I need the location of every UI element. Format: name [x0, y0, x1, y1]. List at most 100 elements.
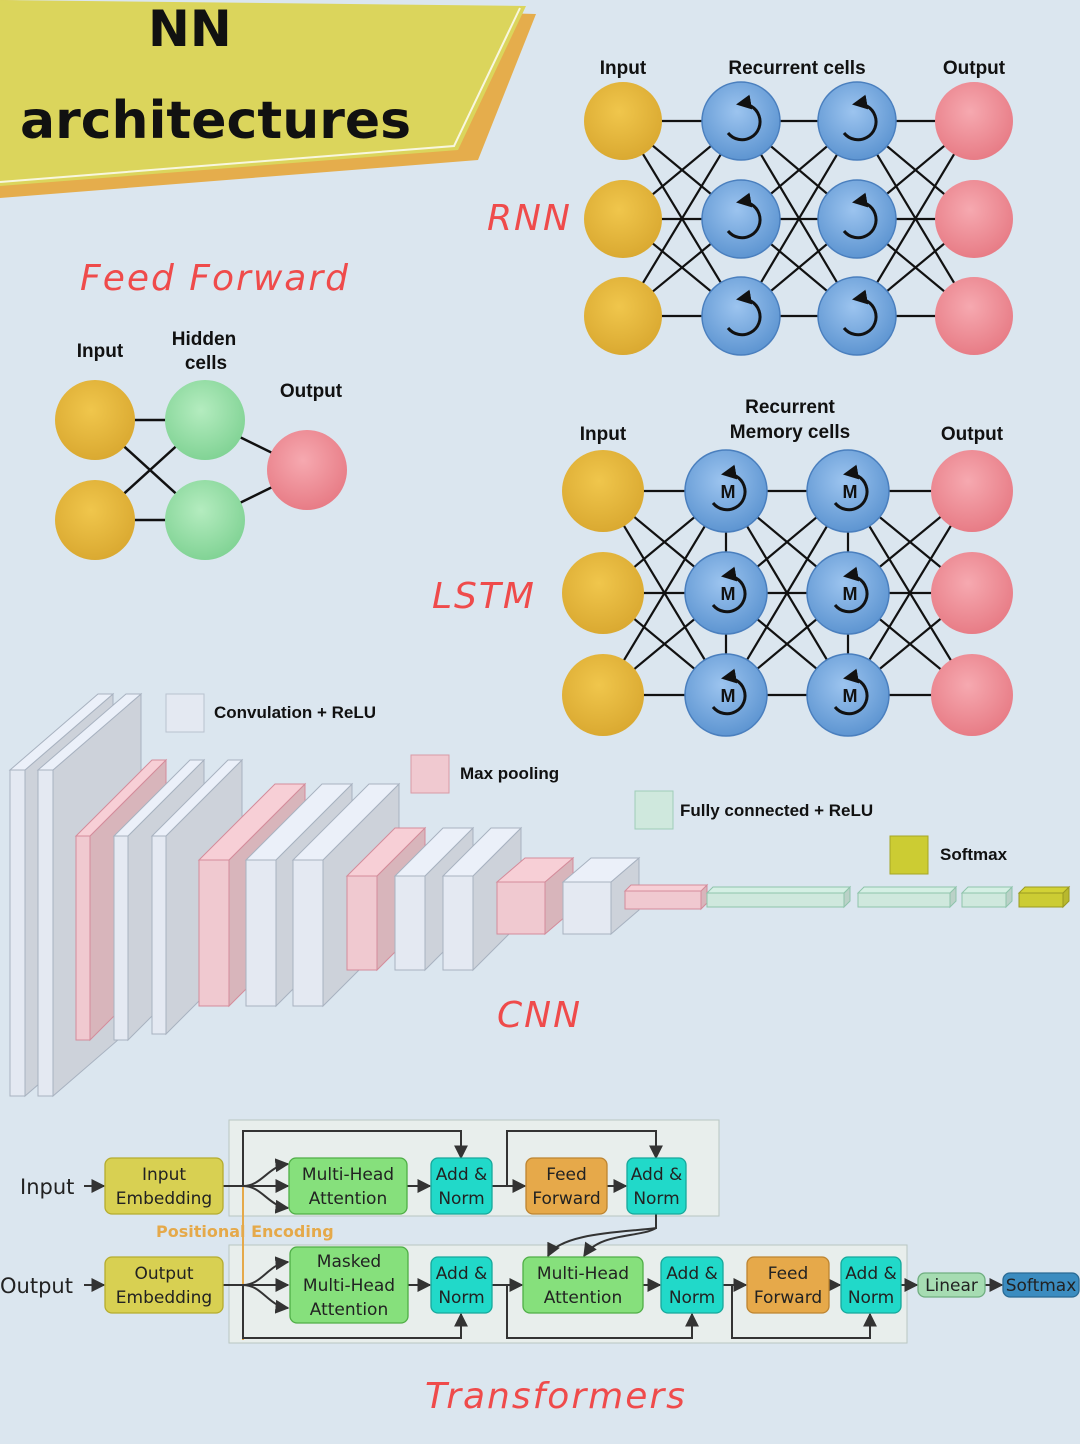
lstm-input-node	[562, 654, 644, 736]
ff-input-label: Input	[77, 341, 124, 362]
lstm-output-label: Output	[941, 424, 1004, 445]
legend-swatch-conv	[165, 693, 205, 733]
rnn-input-node	[584, 180, 662, 258]
transformer-input-label: Input	[20, 1175, 74, 1199]
cnn-layer-pool	[623, 883, 709, 911]
cnn-layer-pool	[495, 856, 575, 936]
legend-label-conv: Convulation + ReLU	[214, 703, 376, 722]
memory-cell-letter: M	[721, 584, 736, 604]
cnn-legend: Convulation + ReLU Max pooling Fully con…	[165, 693, 1008, 875]
recurrent-loop-icon	[833, 668, 869, 716]
cnn-title: CNN	[497, 995, 582, 1036]
legend-swatch-fc	[634, 790, 674, 830]
rnn-recurrent-node	[817, 81, 897, 161]
legend-label-pool: Max pooling	[460, 764, 559, 783]
lstm-output-node	[931, 552, 1013, 634]
memory-cell-letter: M	[843, 584, 858, 604]
recurrent-loop-icon	[711, 464, 747, 512]
transformer-output-label: Output	[0, 1274, 73, 1298]
recurrent-loop-icon	[726, 94, 762, 142]
title-banner: NN architectures	[0, 0, 536, 198]
encoder-add-norm-block-label: Add &Norm	[436, 1165, 488, 1209]
memory-cell-letter: M	[843, 482, 858, 502]
cnn-layer-fc	[856, 885, 958, 909]
ff-input-node	[55, 480, 135, 560]
title-line-1: NN	[148, 0, 232, 58]
ff-input-node	[55, 380, 135, 460]
recurrent-loop-icon	[726, 289, 762, 337]
rnn-recurrent-label: Recurrent cells	[728, 58, 865, 79]
legend-swatch-pool	[410, 754, 450, 794]
cnn-layer-fc	[960, 885, 1014, 909]
rnn-title: RNN	[487, 198, 572, 239]
memory-cell-letter: M	[721, 686, 736, 706]
decoder-add-norm-block-label: Add &Norm	[436, 1264, 488, 1308]
recurrent-loop-icon	[842, 192, 878, 240]
recurrent-loop-icon	[711, 566, 747, 614]
cnn-layer-fc	[705, 885, 852, 909]
lstm-title: LSTM	[432, 576, 536, 617]
linear-block-label: Linear	[925, 1276, 978, 1296]
recurrent-loop-icon	[726, 192, 762, 240]
recurrent-loop-icon	[842, 289, 878, 337]
memory-cell-letter: M	[721, 482, 736, 502]
rnn-output-label: Output	[943, 58, 1006, 79]
lstm-output-node	[931, 450, 1013, 532]
ff-output-label: Output	[280, 381, 343, 402]
recurrent-loop-icon	[833, 566, 869, 614]
encoder-add-norm-block-2-label: Add &Norm	[631, 1165, 683, 1209]
title-line-2: architectures	[20, 91, 411, 151]
legend-label-fc: Fully connected + ReLU	[680, 801, 873, 820]
rnn-recurrent-node	[817, 276, 897, 356]
rnn-recurrent-node	[701, 276, 781, 356]
rnn-recurrent-node	[701, 179, 781, 259]
legend-swatch-softmax	[889, 835, 929, 875]
lstm-output-node	[931, 654, 1013, 736]
lstm-recurrent-node	[684, 449, 768, 533]
rnn-network	[584, 81, 1013, 356]
lstm-network: M M M M M M	[562, 449, 1013, 737]
decoder-add-norm-block: Add &Norm	[430, 1256, 493, 1314]
positional-encoding-label: Positional Encoding	[156, 1222, 334, 1241]
lstm-input-label: Input	[580, 424, 627, 445]
lstm-input-node	[562, 552, 644, 634]
memory-cell-letter: M	[843, 686, 858, 706]
decoder-add-norm-block-2-label: Add &Norm	[666, 1264, 718, 1308]
recurrent-loop-icon	[833, 464, 869, 512]
lstm-recurrent-node	[806, 449, 890, 533]
lstm-recurrent-node	[806, 551, 890, 635]
softmax-block: Softmax	[1002, 1272, 1080, 1298]
decoder-add-norm-block-3: Add &Norm	[840, 1256, 902, 1314]
ff-hidden-node	[165, 480, 245, 560]
decoder-add-norm-block-2: Add &Norm	[660, 1256, 724, 1314]
lstm-recurrent-node	[806, 653, 890, 737]
rnn-output-node	[935, 180, 1013, 258]
rnn-output-node	[935, 277, 1013, 355]
decoder-add-norm-block-3-label: Add &Norm	[845, 1264, 897, 1308]
encoder-add-norm-block-2: Add &Norm	[626, 1157, 687, 1215]
rnn-input-node	[584, 277, 662, 355]
lstm-recurrent-node	[684, 653, 768, 737]
transformers-title: Transformers	[425, 1376, 687, 1417]
legend-label-softmax: Softmax	[940, 845, 1008, 864]
rnn-output-node	[935, 82, 1013, 160]
